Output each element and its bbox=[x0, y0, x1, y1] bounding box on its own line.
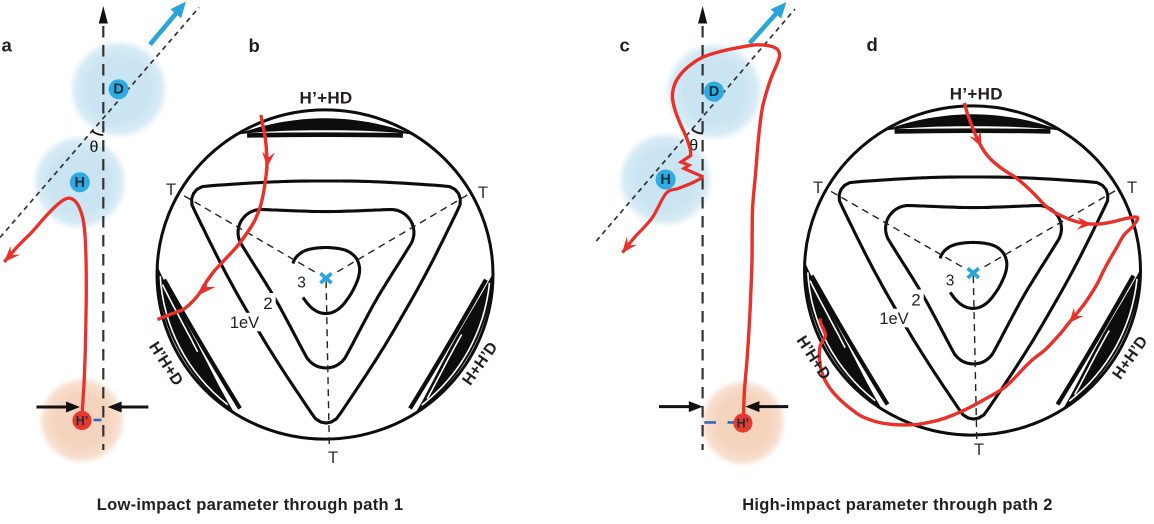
svg-text:T: T bbox=[1127, 179, 1137, 197]
svg-text:D: D bbox=[113, 82, 123, 98]
svg-text:θ: θ bbox=[90, 139, 99, 156]
svg-text:3: 3 bbox=[946, 273, 955, 290]
svg-text:2: 2 bbox=[911, 291, 920, 310]
svg-text:a: a bbox=[2, 35, 13, 56]
svg-text:T: T bbox=[166, 181, 176, 199]
svg-text:T: T bbox=[478, 184, 488, 202]
svg-text:H’+HD: H’+HD bbox=[300, 88, 353, 107]
svg-text:θ: θ bbox=[689, 138, 698, 155]
svg-text:High-impact parameter through: High-impact parameter through path 2 bbox=[742, 496, 1053, 514]
svg-text:b: b bbox=[249, 35, 260, 56]
svg-text:D: D bbox=[709, 84, 719, 100]
svg-text:3: 3 bbox=[297, 275, 306, 292]
svg-text:H’+HD: H’+HD bbox=[950, 84, 1003, 103]
svg-text:d: d bbox=[867, 34, 878, 55]
svg-text:1eV: 1eV bbox=[879, 310, 908, 328]
svg-text:T: T bbox=[328, 449, 338, 467]
svg-text:c: c bbox=[620, 35, 630, 56]
svg-text:H: H bbox=[660, 172, 670, 188]
svg-text:T: T bbox=[974, 441, 984, 459]
svg-text:2: 2 bbox=[263, 294, 272, 313]
svg-text:H’: H’ bbox=[737, 417, 750, 431]
svg-text:Low-impact parameter through p: Low-impact parameter through path 1 bbox=[97, 496, 404, 514]
svg-text:T: T bbox=[813, 179, 823, 197]
svg-text:H’: H’ bbox=[76, 414, 89, 428]
svg-text:H: H bbox=[75, 175, 85, 191]
svg-text:1eV: 1eV bbox=[230, 314, 259, 332]
